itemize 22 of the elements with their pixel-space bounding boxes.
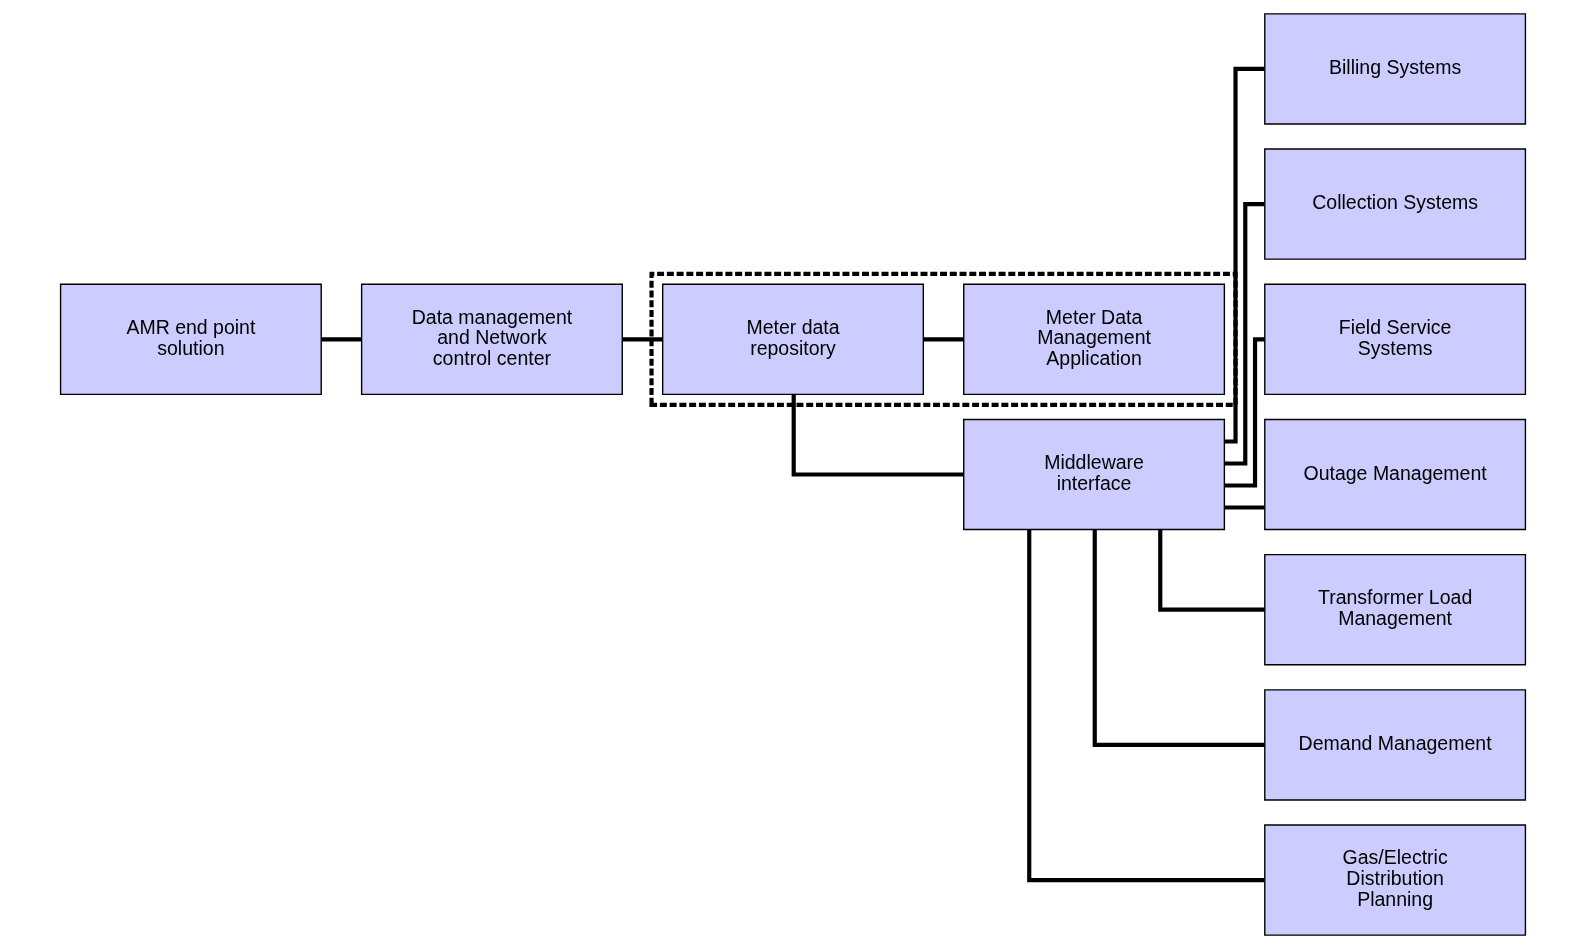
node-box: Collection Systems xyxy=(1263,148,1526,260)
connector xyxy=(1224,505,1264,510)
node-box: AMR end point solution xyxy=(59,283,322,396)
node-box: Meter Data Management Application xyxy=(962,283,1225,396)
node-box: Field Service Systems xyxy=(1263,283,1526,396)
connector xyxy=(1026,529,1265,883)
node-box: Meter data repository xyxy=(661,283,924,396)
connector xyxy=(622,337,662,342)
node-box: Outage Management xyxy=(1263,418,1526,531)
connector xyxy=(1224,202,1264,466)
connector xyxy=(791,394,964,477)
connector xyxy=(321,337,361,342)
node-box: Gas/Electric Distribution Planning xyxy=(1263,824,1526,936)
connector xyxy=(923,337,963,342)
connector xyxy=(1157,529,1265,612)
connector xyxy=(1223,337,1265,488)
node-box: Billing Systems xyxy=(1263,13,1526,125)
connector xyxy=(1092,529,1265,747)
node-box: Demand Management xyxy=(1263,689,1526,801)
node-box: Middleware interface xyxy=(962,418,1225,531)
node-box: Data management and Network control center xyxy=(360,283,623,396)
node-box: Transformer Load Management xyxy=(1263,553,1526,666)
